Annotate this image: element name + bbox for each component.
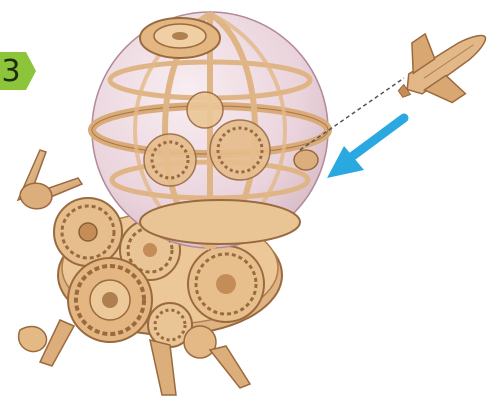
space-shuttle-piece <box>380 7 498 124</box>
globe-assembly <box>92 12 328 248</box>
step-number: 3 <box>0 54 22 90</box>
attach-arrow <box>327 118 404 178</box>
